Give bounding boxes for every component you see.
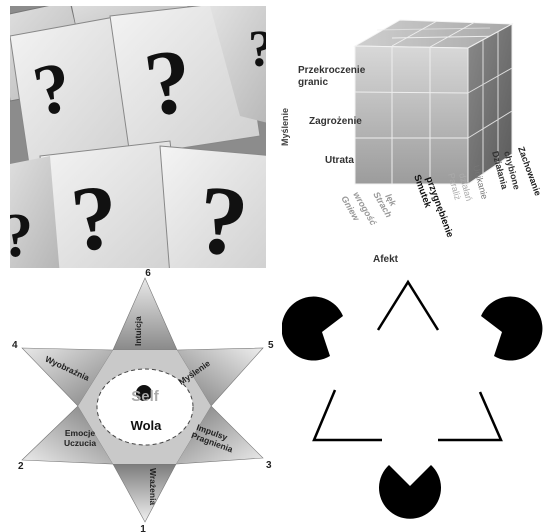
center-self-label: Self xyxy=(131,388,160,405)
question-mark: ? xyxy=(248,21,266,78)
star-point-wrazenia xyxy=(113,464,176,522)
triangle-right-angle xyxy=(438,392,501,440)
axis-label-afekt: Afekt xyxy=(373,254,399,265)
point-number: 1 xyxy=(140,524,146,532)
segment-label: Wrażenia xyxy=(148,468,158,505)
cube-front-face xyxy=(355,46,468,184)
point-number: 4 xyxy=(12,340,18,351)
point-number: 5 xyxy=(268,340,274,351)
question-cards-image: ? ? ? ? ? ? xyxy=(10,6,266,268)
question-mark: ? xyxy=(193,165,253,268)
cube-svg: Myślenie Przekroczenie granic Zagrożenie… xyxy=(280,6,545,268)
star-point-intuicja xyxy=(113,278,177,350)
segment-label: Uczucia xyxy=(64,438,96,448)
row-label: Zagrożenie xyxy=(309,116,362,127)
pacman-bottom xyxy=(379,465,441,519)
segment-label: Intuicja xyxy=(133,316,143,346)
segment-label: Emocje xyxy=(65,428,96,438)
row-label: Utrata xyxy=(325,155,354,166)
pacman-left xyxy=(282,297,343,361)
kanizsa-svg xyxy=(282,268,549,532)
center-wola-label: Wola xyxy=(131,418,163,433)
kanizsa-triangle-illusion xyxy=(282,268,549,532)
pacman-right xyxy=(481,297,542,361)
emotion-cube-diagram: Myślenie Przekroczenie granic Zagrożenie… xyxy=(280,6,545,268)
triangle-left-angle xyxy=(314,390,382,440)
axis-label-zachowanie: Zachowanie xyxy=(516,145,543,197)
axis-label-myslenie: Myślenie xyxy=(280,108,290,146)
star-svg: Self Wola 6 5 3 1 2 4 Intuicja Myślenie … xyxy=(0,268,282,532)
point-number: 2 xyxy=(18,461,24,472)
triangle-top-angle xyxy=(378,282,438,330)
self-star-diagram: Self Wola 6 5 3 1 2 4 Intuicja Myślenie … xyxy=(0,268,282,532)
question-mark: ? xyxy=(10,202,33,268)
point-number: 3 xyxy=(266,460,272,471)
row-label: granic xyxy=(298,77,328,88)
point-number: 6 xyxy=(145,268,151,279)
question-cards-photo: ? ? ? ? ? ? xyxy=(10,6,266,268)
row-label: Przekroczenie xyxy=(298,65,366,76)
